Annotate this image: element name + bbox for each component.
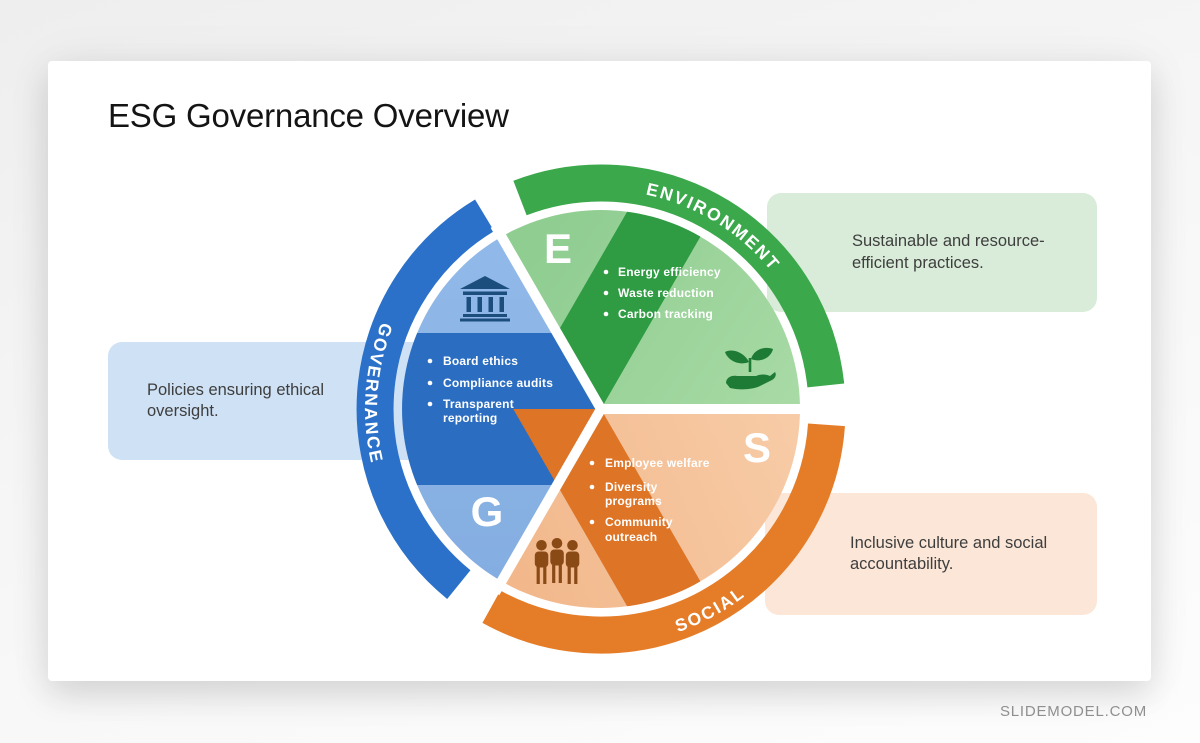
list-item: Carbon tracking [618,307,713,321]
list-item-wrap: outreach [605,530,657,544]
page-title: ESG Governance Overview [108,97,509,134]
bullet-dot [589,519,595,525]
bullet-dot [603,269,609,275]
list-item: Diversity [605,480,658,494]
list-item: Compliance audits [443,376,553,390]
slide-card: ESG Governance Overview Sustainable and … [48,61,1151,681]
wedge-dividers [490,222,813,596]
esg-circle-diagram: ENVIRONMENT GOVERNANCE SOCIAL E G S Ener… [356,164,845,654]
list-item: Transparent [443,397,514,411]
social-letter: S [743,424,771,471]
governance-bullet-list: Board ethics Compliance audits Transpare… [427,354,553,425]
list-item: Employee welfare [605,456,710,470]
social-bullet-list: Employee welfare Diversity programs Comm… [589,456,710,544]
list-item-wrap: programs [605,494,662,508]
bank-icon [460,276,510,322]
governance-letter: G [471,488,504,535]
environment-letter: E [544,225,572,272]
plant-in-hand-icon [725,347,776,390]
bullet-dot [427,358,433,364]
social-callout-text: Inclusive culture and social accountabil… [850,533,1048,573]
governance-ring-arc [356,199,495,599]
environment-callout: Sustainable and resource-efficient pract… [767,193,1097,312]
list-item: Energy efficiency [618,265,721,279]
environment-ring-arc [513,164,845,388]
slidemodel-brand: SLIDEMODEL.COM [999,703,1147,720]
bullet-dot [589,460,595,466]
list-item: Community [605,515,673,529]
environment-callout-text: Sustainable and resource-efficient pract… [852,232,1045,272]
social-ring-arc [482,423,845,654]
list-item-wrap: reporting [443,411,497,425]
people-icon [534,538,580,584]
list-item: Board ethics [443,354,518,368]
bullet-dot [427,380,433,386]
list-item: Waste reduction [618,286,714,300]
governance-callout-text: Policies ensuring ethical oversight. [147,380,325,420]
bullet-dot [427,401,433,407]
environment-bullet-list: Energy efficiency Waste reduction Carbon… [603,265,721,321]
bullet-dot [603,311,609,317]
bullet-dot [603,290,609,296]
bullet-dot [589,484,595,490]
